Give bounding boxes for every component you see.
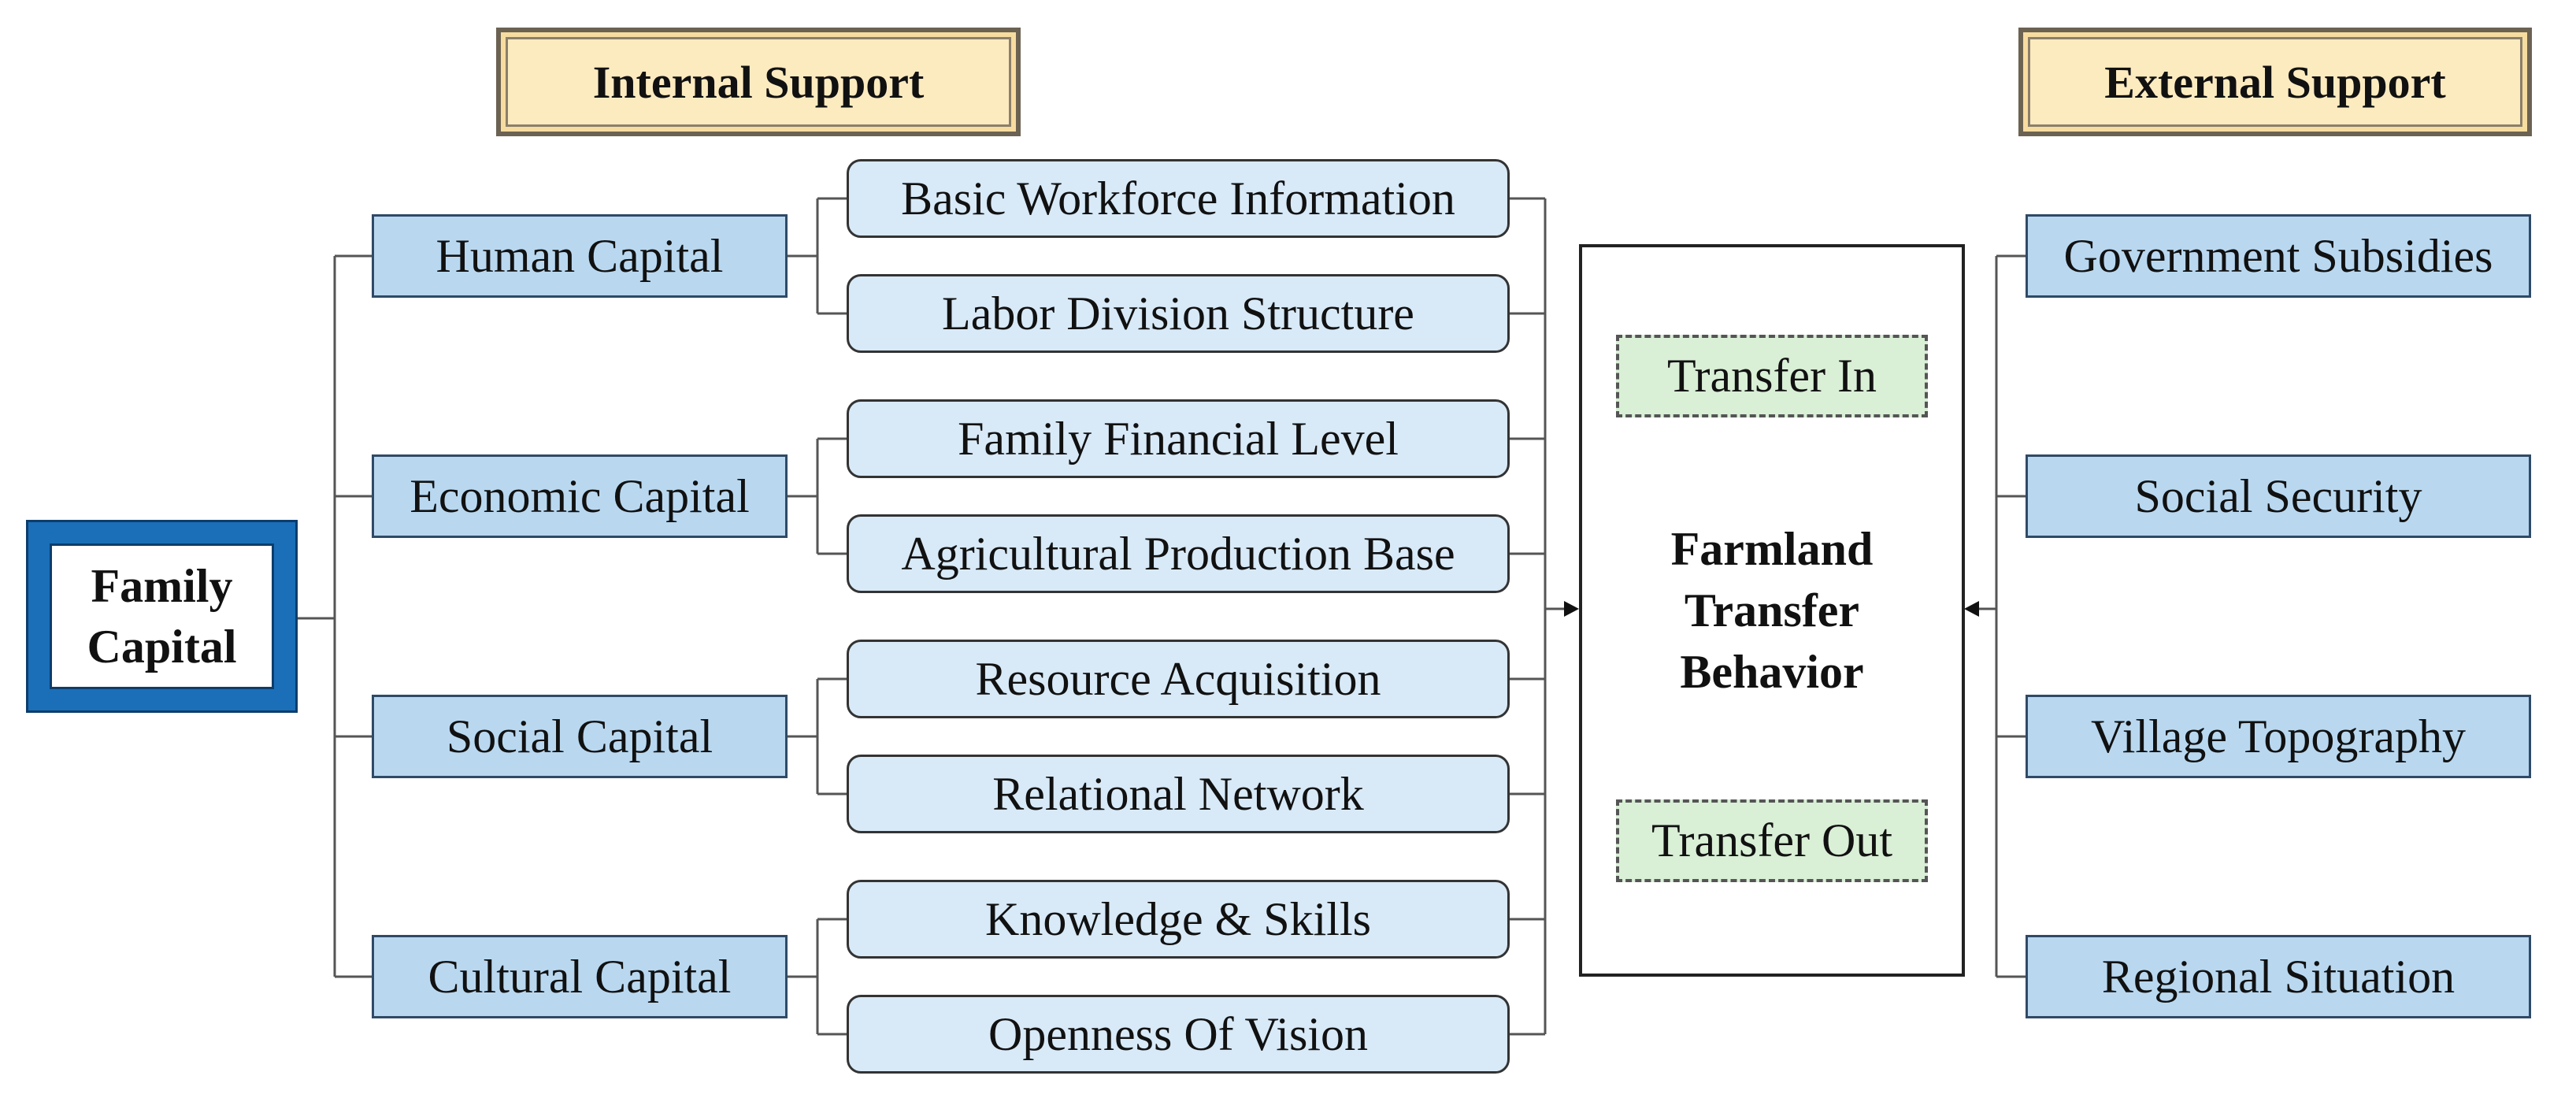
transfer-out-label: Transfer Out bbox=[1651, 814, 1893, 866]
family-capital-node: Family Capital bbox=[26, 520, 298, 713]
sub-node: Basic Workforce Information bbox=[847, 159, 1510, 238]
sub-label: Labor Division Structure bbox=[942, 287, 1414, 339]
sub-label: Openness Of Vision bbox=[988, 1007, 1368, 1060]
sub-node: Knowledge & Skills bbox=[847, 880, 1510, 959]
arrow-right-icon bbox=[1564, 601, 1579, 617]
sub-node: Agricultural Production Base bbox=[847, 514, 1510, 593]
transfer-in-label: Transfer In bbox=[1666, 350, 1877, 402]
sub-node: Family Financial Level bbox=[847, 399, 1510, 478]
capital-node-social: Social Capital bbox=[372, 695, 788, 778]
sub-label: Resource Acquisition bbox=[975, 652, 1381, 705]
external-node-village-topography: Village Topography bbox=[2026, 695, 2531, 778]
external-node-regional-situation: Regional Situation bbox=[2026, 935, 2531, 1018]
internal-support-header: Internal Support bbox=[496, 28, 1021, 136]
sub-label: Agricultural Production Base bbox=[901, 527, 1455, 580]
capital-label: Cultural Capital bbox=[428, 950, 732, 1003]
capital-label: Social Capital bbox=[446, 710, 713, 762]
transfer-out-node: Transfer Out bbox=[1616, 799, 1928, 882]
center-title: Farmland Transfer Behavior bbox=[1671, 518, 1874, 703]
sub-node: Relational Network bbox=[847, 755, 1510, 833]
sub-label: Basic Workforce Information bbox=[901, 172, 1455, 224]
sub-label: Family Financial Level bbox=[958, 412, 1399, 465]
capital-node-human: Human Capital bbox=[372, 214, 788, 298]
external-support-header: External Support bbox=[2018, 28, 2532, 136]
family-capital-line2: Capital bbox=[87, 620, 237, 673]
external-node-social-security: Social Security bbox=[2026, 454, 2531, 538]
external-label: Social Security bbox=[2134, 469, 2422, 522]
sub-label: Relational Network bbox=[992, 767, 1364, 820]
internal-support-label: Internal Support bbox=[592, 56, 925, 108]
external-node-government-subsidies: Government Subsidies bbox=[2026, 214, 2531, 298]
center-line1: Farmland bbox=[1670, 523, 1874, 575]
capital-node-cultural: Cultural Capital bbox=[372, 935, 788, 1018]
external-label: Village Topography bbox=[2091, 710, 2466, 762]
sub-label: Knowledge & Skills bbox=[985, 892, 1371, 945]
capital-label: Economic Capital bbox=[410, 469, 750, 522]
center-line3: Behavior bbox=[1680, 646, 1864, 698]
family-capital-line1: Family bbox=[91, 559, 233, 612]
arrow-left-icon bbox=[1964, 601, 1979, 617]
sub-node: Openness Of Vision bbox=[847, 995, 1510, 1074]
center-line2: Transfer bbox=[1684, 584, 1860, 636]
capital-node-economic: Economic Capital bbox=[372, 454, 788, 538]
sub-node: Resource Acquisition bbox=[847, 640, 1510, 718]
sub-node: Labor Division Structure bbox=[847, 274, 1510, 353]
external-label: Government Subsidies bbox=[2063, 229, 2493, 282]
external-support-label: External Support bbox=[2104, 56, 2446, 108]
capital-label: Human Capital bbox=[436, 229, 724, 282]
transfer-in-node: Transfer In bbox=[1616, 335, 1928, 417]
external-label: Regional Situation bbox=[2101, 950, 2456, 1003]
family-capital-inner: Family Capital bbox=[50, 543, 274, 689]
